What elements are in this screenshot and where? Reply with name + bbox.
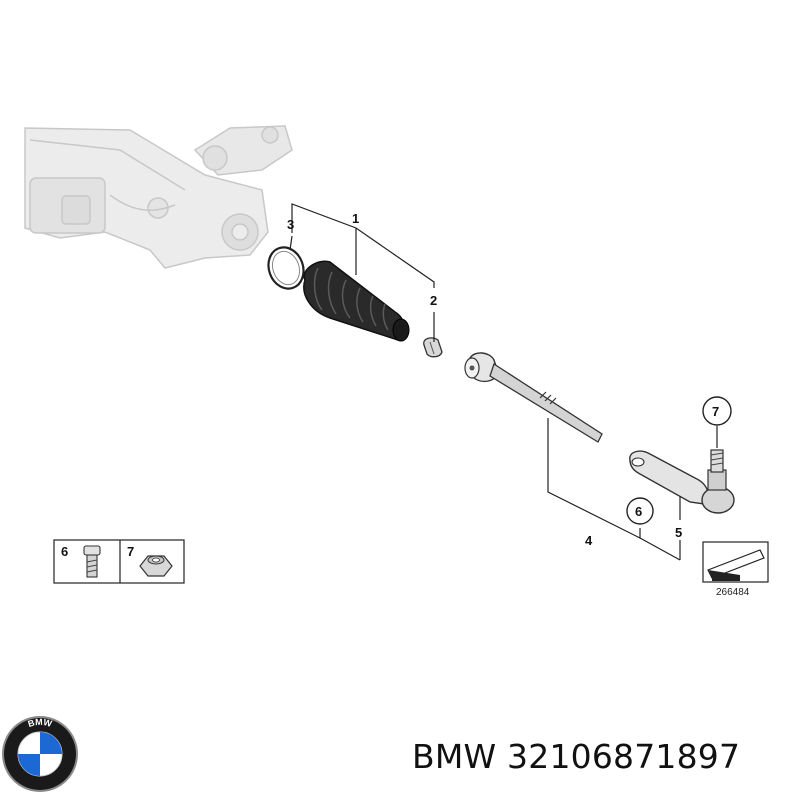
tie-rod-end-part-5 [629, 449, 735, 514]
callout-4: 4 [585, 533, 593, 548]
clamp-ring-part-3 [267, 246, 305, 290]
callout-5: 5 [675, 525, 682, 540]
reference-number: 266484 [716, 587, 750, 598]
callout-6-circle: 6 [626, 497, 654, 525]
steering-gear-housing [24, 125, 293, 269]
caption-brand: BMW [412, 737, 497, 776]
callout-2: 2 [430, 293, 437, 308]
nut-part-7 [139, 555, 173, 577]
callout-7-circle: 7 [702, 396, 732, 426]
callout-3: 3 [287, 217, 294, 232]
tie-rod-part-4 [464, 352, 603, 443]
legend-label-7: 7 [127, 544, 134, 559]
legend-box: 6 7 [53, 539, 185, 584]
callout-1: 1 [352, 211, 359, 226]
leader-lines [289, 203, 718, 561]
part-caption: BMW 32106871897 [412, 737, 740, 776]
legend-label-6: 6 [61, 544, 68, 559]
svg-text:6: 6 [635, 504, 642, 519]
bmw-logo: BMW [2, 716, 78, 792]
bellows-boot-part-1 [303, 260, 410, 342]
bolt-part-6 [83, 545, 101, 578]
reference-icon-box [702, 541, 769, 583]
logo-letters: BMW [27, 717, 54, 729]
clip-part-2 [423, 337, 443, 358]
caption-part-number: 32106871897 [507, 737, 741, 776]
svg-text:7: 7 [712, 404, 719, 419]
